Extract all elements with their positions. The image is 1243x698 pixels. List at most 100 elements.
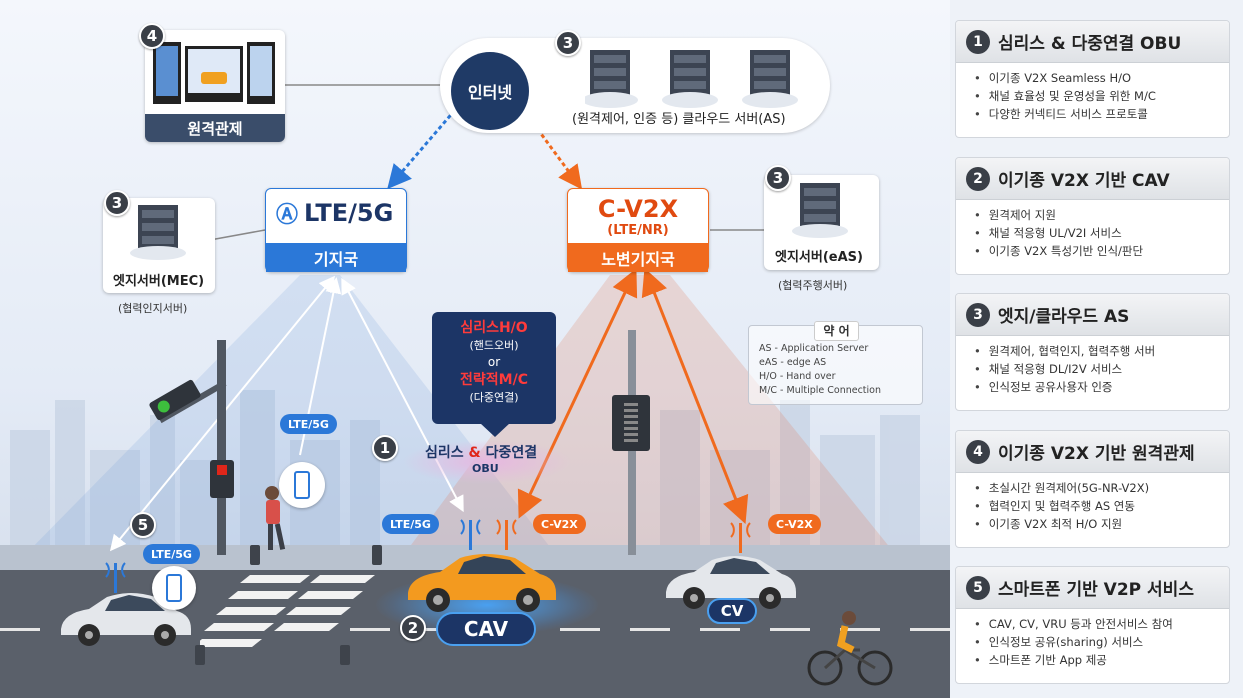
feature-card-item: 인식정보 공유사용자 인증 <box>974 378 1219 396</box>
feature-card-item: 스마트폰 기반 App 제공 <box>974 651 1219 669</box>
obu-label: 심리스 & 다중연결 <box>425 445 538 461</box>
feature-card-item: 채널 적응형 UL/V2I 서비스 <box>974 224 1219 242</box>
traffic-light-pole <box>217 340 226 555</box>
feature-card-3: 3엣지/클라우드 AS원격제어, 협력인지, 협력주행 서버채널 적응형 DL/… <box>955 293 1230 411</box>
left-car-antenna-icon <box>105 562 126 593</box>
abbr-item: AS - Application Server <box>759 343 869 354</box>
mec-label: 엣지서버(MEC) <box>113 274 205 289</box>
smartphone-icon <box>166 574 182 602</box>
feature-card-title: 스마트폰 기반 V2P 서비스 <box>998 580 1194 600</box>
feature-card-title: 심리스 & 다중연결 OBU <box>998 34 1182 54</box>
marker-1: 1 <box>372 435 398 461</box>
feature-card-item: 채널 적응형 DL/I2V 서비스 <box>974 360 1219 378</box>
left-smartphone-bubble <box>152 566 196 610</box>
bollard <box>372 545 382 565</box>
callout-line2: (핸드오버) <box>469 339 519 352</box>
server-rack-icon <box>585 50 798 108</box>
feature-card-item: 이기종 V2X Seamless H/O <box>974 69 1219 87</box>
feature-card-item: 인식정보 공유(sharing) 서비스 <box>974 633 1219 651</box>
pedestrian-icon <box>265 486 286 550</box>
feature-card-header: 1 심리스 & 다중연결 OBU <box>956 21 1229 63</box>
marker-3-eas: 3 <box>765 165 791 191</box>
internet-label: 인터넷 <box>467 83 513 102</box>
eas-label: 엣지서버(eAS) <box>775 250 863 265</box>
feature-card-5: 5 스마트폰 기반 V2P 서비스 CAV, CV, VRU 등과 안전서비스 참여… <box>955 566 1230 684</box>
cav-badge: CAV <box>436 612 536 646</box>
pill-cv2x-cv: C-V2X <box>768 514 821 534</box>
remote-control-label: 원격관제 <box>145 114 285 142</box>
lte-title: LTE/5G <box>304 199 394 227</box>
remote-control-node: 원격관제 <box>145 30 285 142</box>
lte-sub: 기지국 <box>266 243 406 272</box>
server-rack-icon <box>130 205 186 260</box>
feature-card-header: 5 스마트폰 기반 V2P 서비스 <box>956 567 1229 609</box>
feature-card-body: 이기종 V2X Seamless H/O채널 효율성 및 운영성을 위한 M/C… <box>956 63 1229 127</box>
lte-base-station: Ⓐ LTE/5G 기지국 <box>265 188 407 272</box>
monitor-icon <box>153 42 275 104</box>
marker-2: 2 <box>400 615 426 641</box>
feature-card-number: 3 <box>966 302 990 327</box>
feature-card-body: 원격제어, 협력인지, 협력주행 서버채널 적응형 DL/I2V 서비스인식정보… <box>956 336 1229 400</box>
cv-label: CV <box>720 602 744 620</box>
callout-line3: or <box>487 355 501 369</box>
pill-lte-cav: LTE/5G <box>382 514 439 534</box>
feature-card-item: 이기종 V2X 최적 H/O 지원 <box>974 515 1219 533</box>
cv2x-sub: 노변기지국 <box>568 243 708 272</box>
callout-line1: 심리스H/O <box>460 320 528 336</box>
cv-antenna-icon <box>730 522 751 553</box>
feature-card-item: 채널 효율성 및 운영성을 위한 M/C <box>974 87 1219 105</box>
feature-card-body: CAV, CV, VRU 등과 안전서비스 참여인식정보 공유(sharing)… <box>956 609 1229 673</box>
eas-sub: (협력주행서버) <box>778 279 848 292</box>
feature-card-item: 원격제어, 협력인지, 협력주행 서버 <box>974 342 1219 360</box>
feature-card-number: 5 <box>966 575 990 600</box>
feature-card-body: 원격제어 지원채널 적응형 UL/V2I 서비스이기종 V2X 특성기반 인식/… <box>956 200 1229 264</box>
feature-card-item: 원격제어 지원 <box>974 206 1219 224</box>
feature-card-number: 4 <box>966 439 990 464</box>
obu-glow <box>402 440 572 484</box>
crosswalk <box>200 575 375 647</box>
feature-card-title: 이기종 V2X 기반 원격관제 <box>998 444 1195 464</box>
feature-card-item: 협력인지 및 협력주행 AS 연동 <box>974 497 1219 515</box>
bollard <box>340 645 350 665</box>
cav-car-icon <box>408 554 556 612</box>
handover-callout: 심리스H/O (핸드오버) or 전략적M/C (다중연결) <box>432 312 556 424</box>
marker-3-mec: 3 <box>104 190 130 216</box>
system-diagram: 원격관제 4 인터넷 3 (원격제어, 인증 등) 클라우드 서버(AS) Ⓐ … <box>0 0 950 698</box>
feature-card-title: 이기종 V2X 기반 CAV <box>998 171 1170 191</box>
server-rack-icon <box>792 183 848 238</box>
feature-card-number: 1 <box>966 29 990 54</box>
marker-5: 5 <box>130 512 156 538</box>
cav-antenna-icon <box>460 519 517 550</box>
abbr-item: H/O - Hand over <box>759 371 836 382</box>
abbr-item: eAS - edge AS <box>759 357 827 368</box>
callout-line4: 전략적M/C <box>460 372 528 388</box>
feature-card-header: 4 이기종 V2X 기반 원격관제 <box>956 431 1229 473</box>
cyclist-icon <box>807 611 893 686</box>
feature-card-body: 초실시간 원격제어(5G-NR-V2X)협력인지 및 협력주행 AS 연동이기종… <box>956 473 1229 537</box>
cv2x-title: C-V2X <box>597 195 679 223</box>
antenna-icon: Ⓐ <box>276 203 299 228</box>
pill-lte-pedestrian: LTE/5G <box>280 414 337 434</box>
feature-card-4: 4 이기종 V2X 기반 원격관제초실시간 원격제어(5G-NR-V2X)협력인지… <box>955 430 1230 548</box>
smartphone-icon <box>294 471 310 499</box>
cv2x-paren: (LTE/NR) <box>607 223 669 238</box>
pedestrian-signal <box>210 460 234 498</box>
cv-car-icon <box>666 556 796 609</box>
feature-card-item: 이기종 V2X 특성기반 인식/판단 <box>974 242 1219 260</box>
cav-label: CAV <box>463 617 509 641</box>
cv-badge: CV <box>707 598 757 624</box>
mec-sub: (협력인지서버) <box>118 302 188 315</box>
marker-4: 4 <box>139 23 165 49</box>
abbr-item: M/C - Multiple Connection <box>759 385 882 396</box>
feature-card-1: 1 심리스 & 다중연결 OBU 이기종 V2X Seamless H/O채널 효율… <box>955 20 1230 138</box>
cv2x-base-station: C-V2X (LTE/NR) 노변기지국 <box>567 188 709 272</box>
obu-sub: OBU <box>472 462 499 475</box>
callout-pointer <box>480 423 510 437</box>
smartphone-bubble <box>279 462 325 508</box>
feature-card-item: 초실시간 원격제어(5G-NR-V2X) <box>974 479 1219 497</box>
marker-3-cloud: 3 <box>555 30 581 56</box>
bollard <box>195 645 205 665</box>
callout-line5: (다중연결) <box>469 391 519 404</box>
